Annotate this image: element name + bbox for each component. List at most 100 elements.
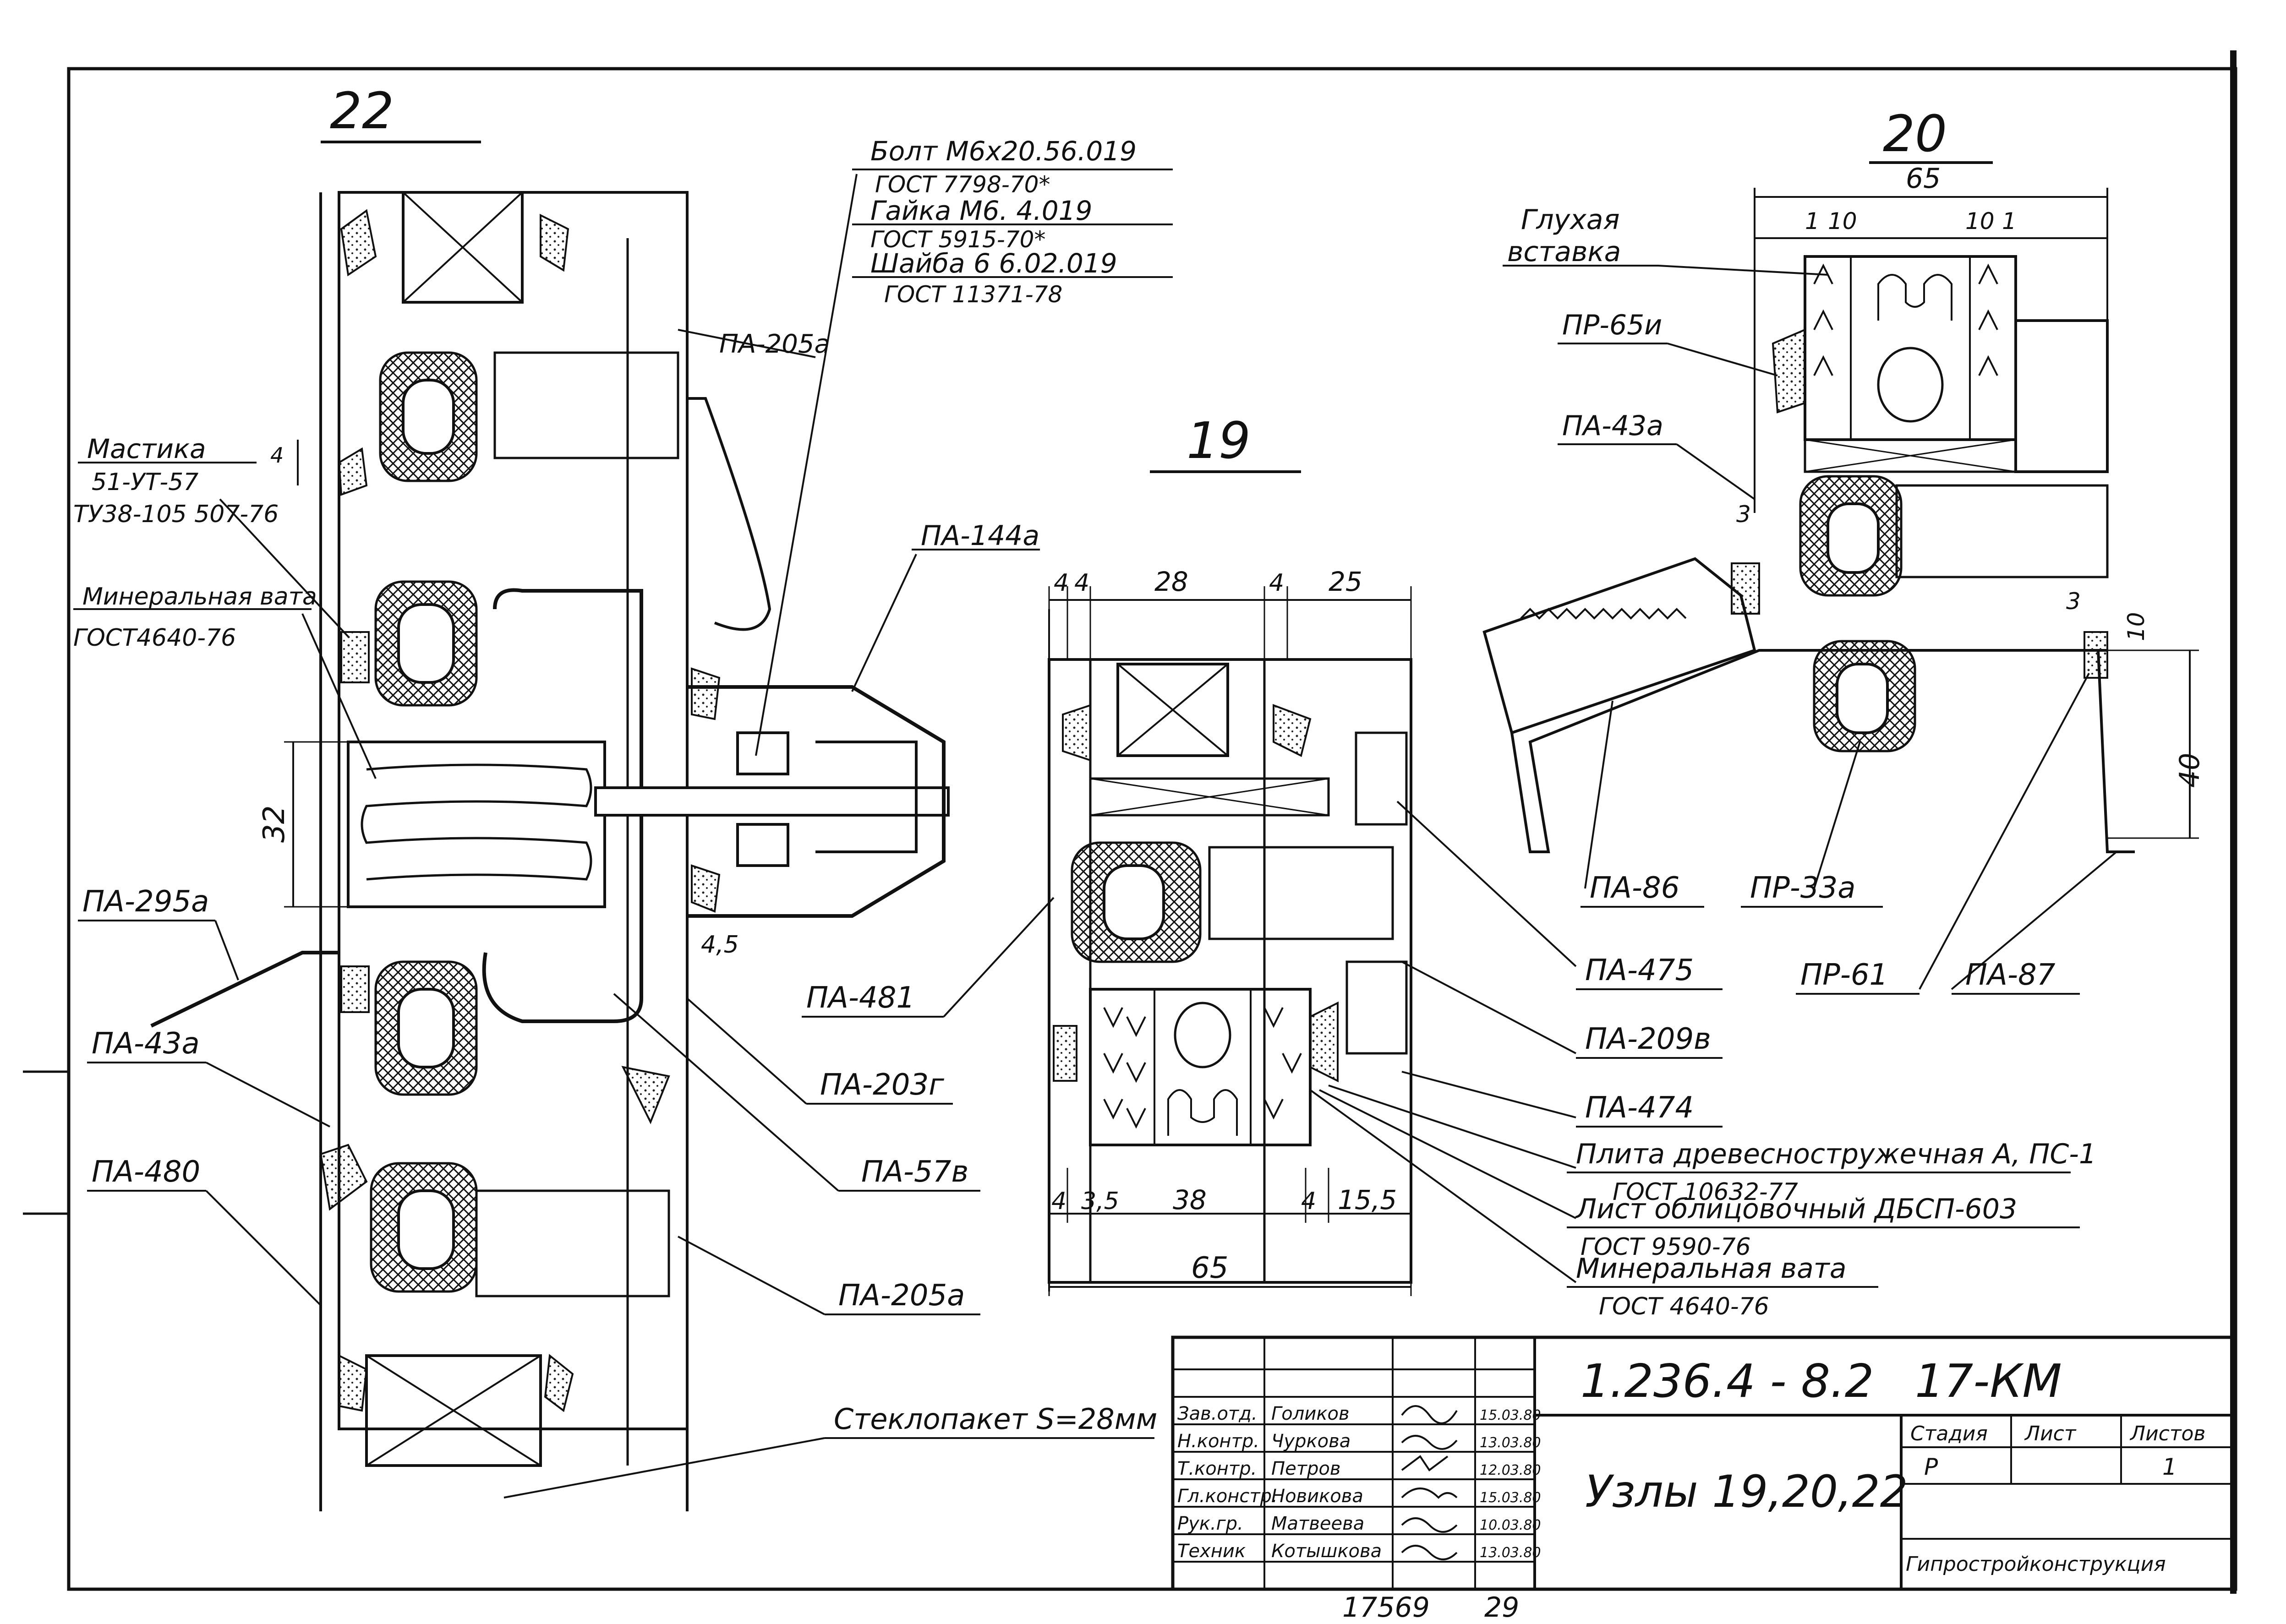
insert-wave bbox=[1877, 274, 1952, 321]
pa475-label: ПА-475 bbox=[1585, 954, 1694, 987]
node-20: 20 65 1 10 10 1 bbox=[1482, 104, 2206, 995]
mineral-wool-label: Минеральная вата bbox=[82, 583, 317, 610]
tb-archive-no: 17569 bbox=[1342, 1591, 1430, 1624]
leader bbox=[1658, 265, 1828, 276]
leader bbox=[851, 554, 917, 692]
thermal-inserts bbox=[370, 351, 478, 1293]
leader bbox=[206, 1062, 330, 1128]
tb-page-no: 29 bbox=[1484, 1591, 1519, 1624]
dim-32: 32 bbox=[257, 806, 291, 843]
thermal-hole-20b bbox=[1836, 663, 1889, 734]
tb-date: 13.03.80 bbox=[1480, 1435, 1541, 1451]
gaskets bbox=[319, 209, 721, 1412]
leader bbox=[1813, 741, 1861, 889]
tb-sheets-header: Листов bbox=[2129, 1422, 2205, 1445]
bolt-spec-line: Гайка М6. 4.019 bbox=[870, 195, 1092, 226]
dim-19-bot-2: 38 bbox=[1173, 1184, 1207, 1215]
tb-stage: Р bbox=[1924, 1454, 1938, 1480]
glazing-upper-cross bbox=[1117, 663, 1229, 757]
tb-org: Гипростройконструкция bbox=[1906, 1553, 2166, 1576]
leader bbox=[1309, 1089, 1577, 1283]
pa474-label: ПА-474 bbox=[1585, 1091, 1694, 1125]
bolt-spec-line: ГОСТ 7798-70* bbox=[875, 171, 1050, 198]
cover-profile-pa144a bbox=[687, 685, 946, 918]
leader bbox=[678, 329, 816, 358]
tb-name: Голиков bbox=[1271, 1403, 1350, 1424]
clip-profile bbox=[815, 741, 918, 853]
pr61-label: ПР-61 bbox=[1800, 958, 1888, 992]
pa144a-label: ПА-144а bbox=[921, 520, 1039, 552]
dim-19-bot-1: 3,5 bbox=[1081, 1188, 1119, 1215]
pa205a-bottom-label: ПА-205а bbox=[838, 1279, 965, 1313]
sill-teeth bbox=[1520, 608, 1687, 620]
thermal-insert-hole bbox=[1103, 864, 1165, 940]
gasket-20b bbox=[2084, 631, 2108, 679]
tb-date: 15.03.80 bbox=[1480, 1490, 1541, 1506]
node-19-title: 19 bbox=[1187, 411, 1251, 470]
tb-sheet-code: 17-КМ bbox=[1915, 1354, 2062, 1408]
chamber bbox=[1208, 846, 1394, 940]
chamber bbox=[1345, 960, 1408, 1055]
leader bbox=[1319, 1089, 1576, 1219]
tb-date: 10.03.80 bbox=[1480, 1517, 1541, 1533]
tb-name: Петров bbox=[1271, 1458, 1340, 1479]
glazing-bottom-cross bbox=[366, 1355, 541, 1466]
dim-19-top-4: 25 bbox=[1329, 566, 1362, 597]
tb-code: 1.236.4 - 8.2 bbox=[1581, 1354, 1874, 1408]
tb-role: Т.контр. bbox=[1177, 1458, 1257, 1479]
pa481-label: ПА-481 bbox=[806, 981, 915, 1015]
gasket bbox=[1309, 1001, 1339, 1083]
node-20-title: 20 bbox=[1883, 104, 1947, 163]
dim-20-top-3: 1 bbox=[2002, 208, 2017, 234]
dim-20-top-0: 1 bbox=[1805, 208, 1820, 234]
leader bbox=[1401, 961, 1576, 1054]
node-19: 19 4 4 28 4 bbox=[1048, 411, 2096, 1320]
mineral-wool-spec: ГОСТ4640-76 bbox=[73, 624, 236, 652]
tb-role: Н.контр. bbox=[1177, 1431, 1259, 1452]
node-22-title: 22 bbox=[330, 82, 394, 140]
chipboard-label: Плита древесностружечная А, ПС-1 bbox=[1576, 1138, 2096, 1170]
dim-4-5: 4,5 bbox=[701, 931, 739, 959]
leader bbox=[1328, 1084, 1576, 1169]
tb-name: Новикова bbox=[1271, 1486, 1363, 1507]
pa480-label: ПА-480 bbox=[92, 1155, 200, 1189]
leader bbox=[678, 1236, 825, 1315]
leader bbox=[219, 498, 349, 638]
leader bbox=[1667, 343, 1778, 376]
sill-drip bbox=[1510, 649, 2107, 853]
gasket bbox=[1053, 1025, 1077, 1082]
tb-sheet-header: Лист bbox=[2024, 1422, 2077, 1445]
title-block-frame bbox=[1171, 1335, 2237, 1591]
gasket bbox=[1062, 704, 1091, 762]
dim-19-total: 65 bbox=[1191, 1251, 1228, 1285]
dim-19-top-0: 4 bbox=[1054, 569, 1069, 597]
glass-unit-label: Стеклопакет S=28мм bbox=[834, 1402, 1157, 1436]
dim-19-top-1: 4 bbox=[1074, 569, 1089, 597]
gasket-20 bbox=[1731, 562, 1760, 615]
dim-20-65: 65 bbox=[1906, 163, 1941, 195]
pa43a-label: ПА-43а bbox=[92, 1027, 200, 1061]
pa209v-label: ПА-209в bbox=[1585, 1022, 1711, 1056]
facing-sheet-label: Лист облицовочный ДБСП-603 bbox=[1575, 1193, 2017, 1225]
tb-role: Гл.констр. bbox=[1177, 1486, 1278, 1507]
leader bbox=[755, 174, 858, 756]
chipboard-spec: ГОСТ 10632-77 bbox=[1613, 1178, 1798, 1206]
tb-role: Зав.отд. bbox=[1177, 1403, 1258, 1424]
tb-date: 13.03.80 bbox=[1480, 1545, 1541, 1561]
dim-20-top-1: 10 bbox=[1828, 208, 1857, 234]
bolt-spec-line: Болт М6х20.56.019 bbox=[870, 136, 1137, 167]
chamber bbox=[1355, 731, 1408, 826]
mastic-grade: 51-УТ-57 bbox=[92, 469, 198, 496]
chamber bbox=[493, 351, 679, 459]
insert-wool bbox=[1813, 263, 1998, 376]
leader bbox=[943, 897, 1055, 1018]
bolt-spec-line: ГОСТ 11371-78 bbox=[884, 281, 1062, 308]
tb-title: Узлы 19,20,22 bbox=[1585, 1466, 1908, 1517]
z-bracket bbox=[482, 588, 643, 1023]
mastic-label: Мастика bbox=[87, 433, 206, 464]
tb-date: 15.03.80 bbox=[1480, 1407, 1541, 1423]
pa205a-top-label: ПА-205а bbox=[719, 329, 830, 359]
glazing-upper bbox=[1116, 663, 1229, 757]
leader bbox=[613, 993, 839, 1192]
blind-insert-label: Глухая bbox=[1521, 204, 1620, 236]
